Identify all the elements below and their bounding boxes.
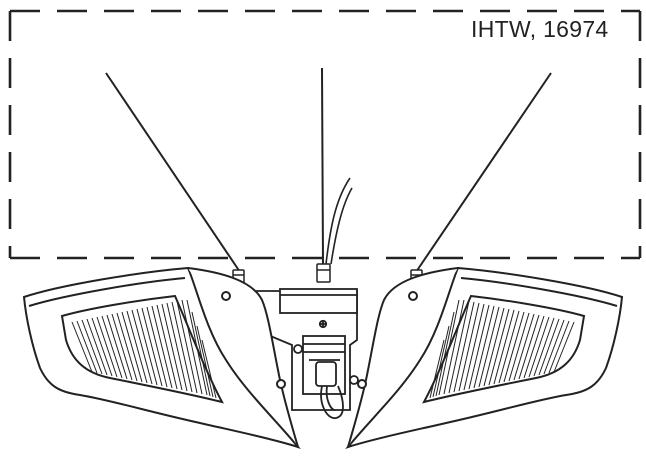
center-cable bbox=[321, 67, 324, 265]
mounting-cables bbox=[105, 67, 552, 273]
right-heater-panel bbox=[345, 266, 624, 449]
left-heater-panel bbox=[22, 266, 301, 449]
right-cable bbox=[415, 72, 552, 273]
power-cord bbox=[325, 177, 353, 265]
center-housing bbox=[255, 288, 359, 419]
right-heater-grille bbox=[429, 299, 575, 399]
model-number-label: IHTW, 16974 bbox=[471, 16, 609, 42]
ceiling-boundary bbox=[8, 9, 642, 260]
left-cable bbox=[105, 72, 241, 273]
cable-fittings bbox=[232, 263, 423, 285]
left-heater-grille bbox=[71, 299, 217, 399]
